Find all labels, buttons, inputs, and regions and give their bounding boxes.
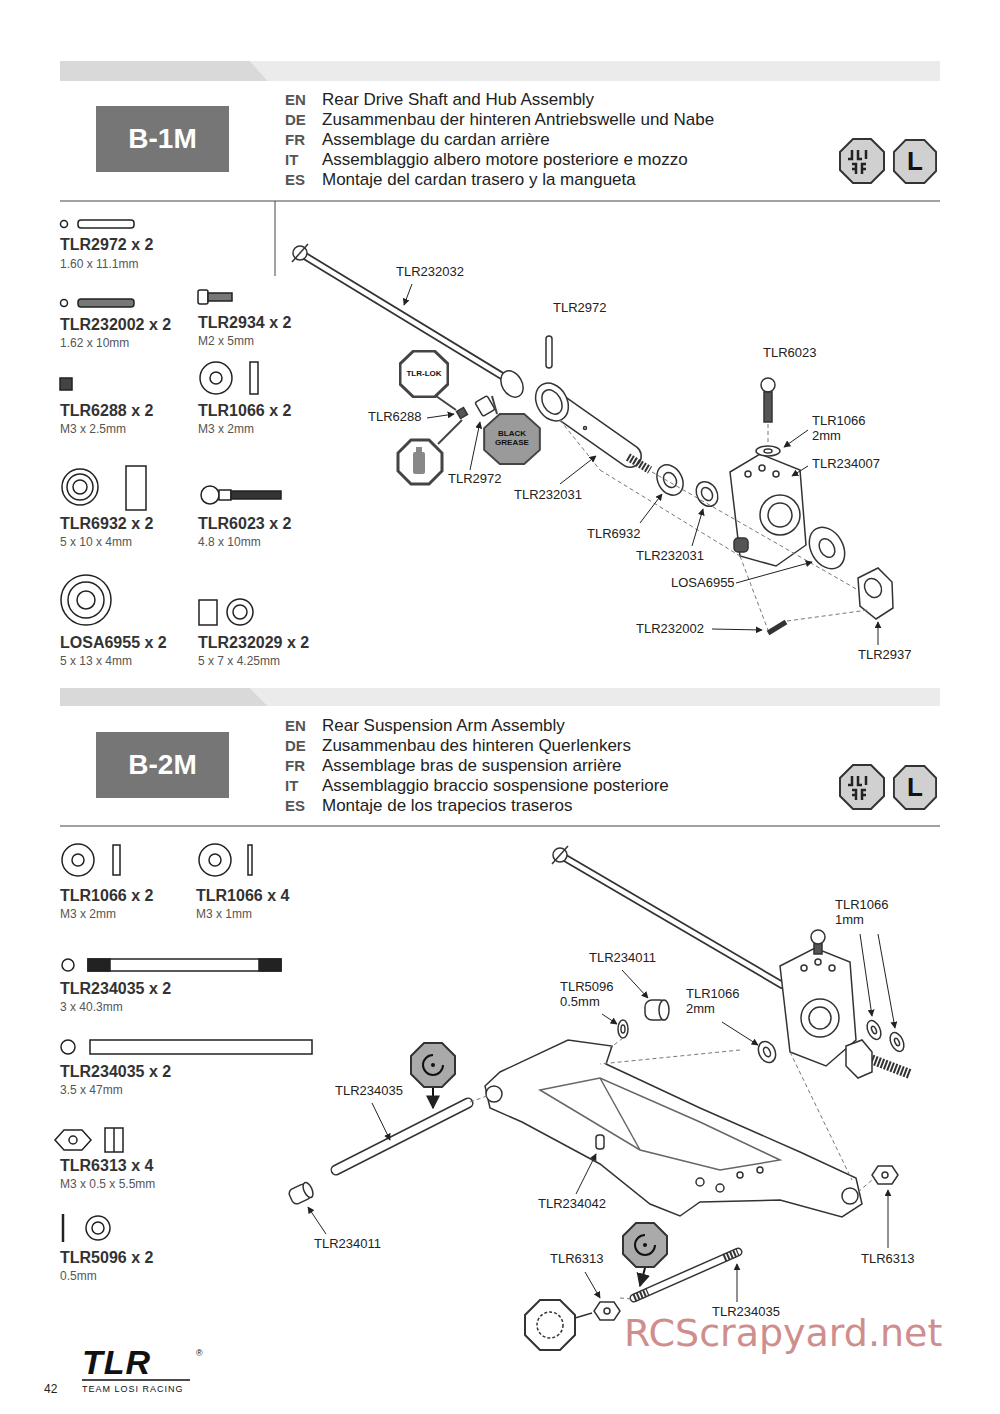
node-text: L — [907, 772, 923, 803]
part-number: TLR2934 x 2 — [198, 314, 291, 332]
callout-label: TLR1066 1mm — [835, 898, 897, 928]
part-number: TLR232029 x 2 — [198, 634, 309, 652]
step-heading: Rear Drive Shaft and Hub Assembly — [322, 90, 594, 110]
step-heading: Assemblage du cardan arrière — [322, 130, 550, 150]
callout-label: TLR2972 — [553, 301, 606, 316]
language-code: IT — [285, 777, 298, 794]
part-number: TLR1066 x 2 — [198, 402, 291, 420]
part-number: LOSA6955 x 2 — [60, 634, 167, 652]
callout-label: TLR232031 — [514, 488, 582, 503]
part-number: TLR1066 x 2 — [60, 887, 153, 905]
step-number-box: B-1M — [96, 106, 229, 172]
part-size: 5 x 13 x 4mm — [60, 655, 132, 669]
part-size: 5 x 7 x 4.25mm — [198, 655, 280, 669]
step-heading: Zusammenbau des hinteren Querlenkers — [322, 736, 631, 756]
part-size: M2 x 5mm — [198, 335, 254, 349]
tool-badge: L — [893, 765, 937, 810]
step-heading: Rear Suspension Arm Assembly — [322, 716, 565, 736]
part-number: TLR6023 x 2 — [198, 515, 291, 533]
part-number: TLR5096 x 2 — [60, 1249, 153, 1267]
tool-badge: L — [893, 139, 937, 184]
callout-label: TLR232031 — [636, 549, 704, 564]
callout-label: TLR1066 2mm — [812, 414, 874, 444]
part-size: 3 x 40.3mm — [60, 1001, 123, 1015]
part-size: 1.62 x 10mm — [60, 337, 129, 351]
callout-label: TLR2937 — [858, 648, 911, 663]
part-size: M3 x 2.5mm — [60, 423, 126, 437]
callout-label: TLR234007 — [812, 457, 880, 472]
callout-label: TLR6932 — [587, 527, 640, 542]
node-text: B-2M — [128, 749, 196, 781]
part-size: 0.5mm — [60, 1270, 97, 1284]
part-size: 3.5 x 47mm — [60, 1084, 123, 1098]
part-size: M3 x 1mm — [196, 908, 252, 922]
step-number-box: B-2M — [96, 732, 229, 798]
step-heading: Montaje de los trapecios traseros — [322, 796, 572, 816]
callout-label: TLR6023 — [763, 346, 816, 361]
language-code: FR — [285, 131, 305, 148]
part-number: TLR234035 x 2 — [60, 1063, 171, 1081]
step-heading: Assemblage bras de suspension arrière — [322, 756, 622, 776]
brand-logo: TLR — [82, 1343, 151, 1382]
step-heading: Montaje del cardan trasero y la mangueta — [322, 170, 636, 190]
step-heading: Assemblaggio braccio sospensione posteri… — [322, 776, 669, 796]
node-text: BLACK GREASE — [487, 430, 537, 448]
language-code: ES — [285, 797, 305, 814]
language-code: FR — [285, 757, 305, 774]
watermark: RCScrapyard.net — [624, 1312, 942, 1356]
callout-label: TLR5096 0.5mm — [560, 980, 620, 1010]
page-number: 42 — [44, 1383, 57, 1397]
language-code: DE — [285, 111, 306, 128]
callout-label: TLR6313 — [550, 1252, 603, 1267]
language-code: EN — [285, 717, 306, 734]
callout-label: TLR234035 — [335, 1084, 403, 1099]
callout-label: TLR6288 — [368, 410, 421, 425]
language-code: EN — [285, 91, 306, 108]
callout-label: TLR234011 — [589, 951, 656, 966]
part-size: M3 x 0.5 x 5.5mm — [60, 1178, 155, 1192]
language-code: DE — [285, 737, 306, 754]
brand-name: TEAM LOSI RACING — [82, 1384, 184, 1394]
language-code: IT — [285, 151, 298, 168]
part-number: TLR234035 x 2 — [60, 980, 171, 998]
part-number: TLR2972 x 2 — [60, 236, 153, 254]
callout-label: LOSA6955 — [671, 576, 735, 591]
grease-callout: BLACK GREASE — [483, 413, 541, 465]
registered-mark: ® — [196, 1348, 203, 1358]
callout-label: TLR232032 — [396, 265, 464, 280]
node-text: B-1M — [128, 123, 196, 155]
part-number: TLR6313 x 4 — [60, 1157, 153, 1175]
callout-label: TLR234011 — [314, 1237, 381, 1252]
part-size: 1.60 x 11.1mm — [60, 258, 138, 272]
thread-lock-callout: TLR-LOK — [399, 350, 449, 398]
part-number: TLR6288 x 2 — [60, 402, 153, 420]
part-size: M3 x 2mm — [60, 908, 116, 922]
part-number: TLR6932 x 2 — [60, 515, 153, 533]
part-number: TLR1066 x 4 — [196, 887, 289, 905]
callout-label: TLR2972 — [448, 472, 501, 487]
callout-label: TLR232002 — [636, 622, 704, 637]
node-text: TLR-LOK — [406, 370, 441, 379]
part-size: M3 x 2mm — [198, 423, 254, 437]
part-number: TLR232002 x 2 — [60, 316, 171, 334]
part-size: 4.8 x 10mm — [198, 536, 261, 550]
step-heading: Assemblaggio albero motore posteriore e … — [322, 150, 688, 170]
callout-label: TLR234042 — [538, 1197, 606, 1212]
language-code: ES — [285, 171, 305, 188]
part-size: 5 x 10 x 4mm — [60, 536, 132, 550]
step-heading: Zusammenbau der hinteren Antriebswelle u… — [322, 110, 714, 130]
callout-label: TLR1066 2mm — [686, 987, 748, 1017]
node-text: L — [907, 146, 923, 177]
callout-label: TLR6313 — [861, 1252, 914, 1267]
